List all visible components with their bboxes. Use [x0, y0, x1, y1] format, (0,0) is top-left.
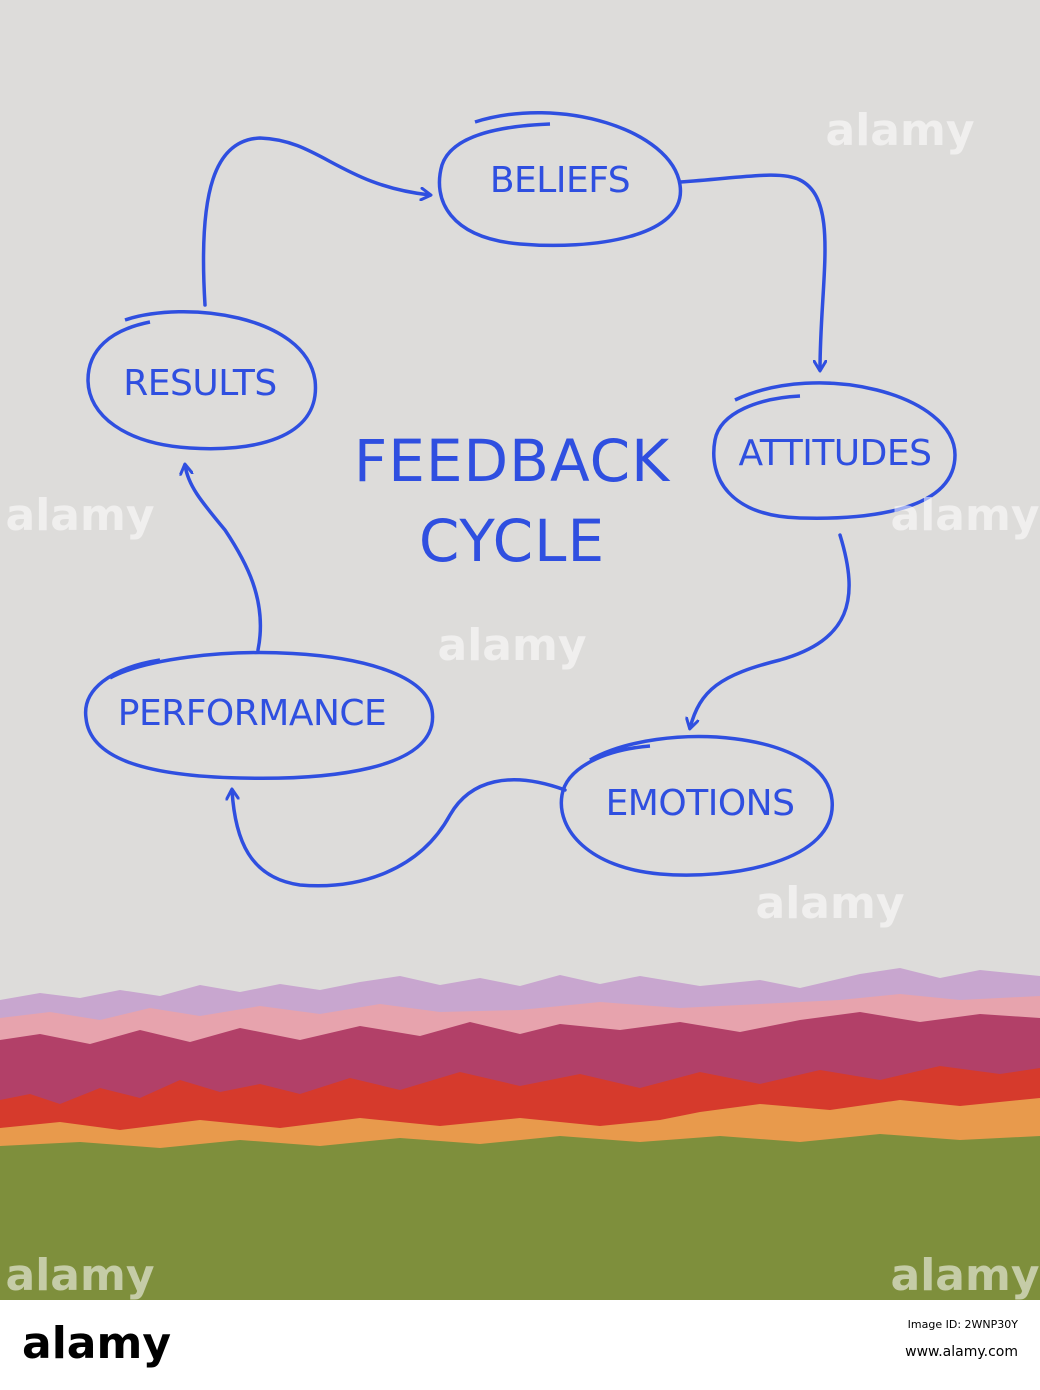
- footer-site: www.alamy.com: [905, 1344, 1018, 1360]
- node-label-results: RESULTS: [123, 363, 276, 404]
- arrow-attitudes-to-emotions: [690, 533, 851, 728]
- node-label-beliefs: BELIEFS: [490, 160, 630, 201]
- node-ellipse-performance: [83, 650, 435, 780]
- arrow-beliefs-to-attitudes: [678, 173, 825, 370]
- watermark-center: alamy: [438, 620, 587, 671]
- node-ellipse-results: [86, 310, 318, 451]
- watermark-mid-right: alamy: [891, 490, 1040, 541]
- footer-image-id: Image ID: 2WNP30Y: [907, 1318, 1018, 1331]
- diagram-title-line-2: CYCLE: [419, 507, 605, 575]
- arrow-performance-to-results: [185, 465, 263, 652]
- watermark-bottom-right: alamy: [891, 1250, 1040, 1300]
- node-ellipse-beliefs: [437, 110, 682, 248]
- diagram-canvas: BELIEFS ATTITUDES EMOTIONS PERFORMANCE R…: [0, 0, 1040, 1300]
- node-ellipse-emotions: [559, 734, 834, 877]
- node-label-performance: PERFORMANCE: [118, 693, 387, 734]
- arrow-results-to-beliefs: [201, 136, 430, 307]
- watermark-top-right: alamy: [826, 105, 975, 156]
- node-label-emotions: EMOTIONS: [606, 783, 795, 824]
- stock-footer: alamy Image ID: 2WNP30Y www.alamy.com: [0, 1300, 1040, 1390]
- arrow-emotions-to-performance: [232, 778, 567, 888]
- footer-logo: alamy: [22, 1318, 171, 1369]
- watermark-mid-left: alamy: [6, 490, 155, 541]
- watermark-lower-right: alamy: [756, 878, 905, 929]
- watermarks: alamy alamy alamy alamy alamy alamy alam…: [6, 105, 1040, 1300]
- watermark-bottom-left: alamy: [6, 1250, 155, 1300]
- torn-paper-strips: [0, 968, 1040, 1300]
- node-label-attitudes: ATTITUDES: [739, 433, 932, 474]
- node-ellipse-attitudes: [712, 381, 957, 520]
- green-strip: [0, 1134, 1040, 1300]
- diagram-title-line-1: FEEDBACK: [354, 427, 671, 495]
